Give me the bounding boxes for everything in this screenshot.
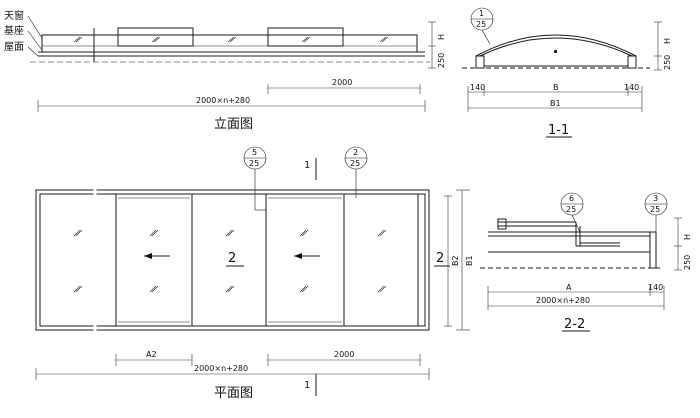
section-2-2-callout-b-num: 3 bbox=[653, 194, 658, 203]
plan-callout-b-den: 25 bbox=[350, 159, 360, 168]
elevation-dim-h: H bbox=[437, 34, 446, 40]
label-skylight: 天窗 bbox=[4, 9, 24, 22]
elevation-title: 立面图 bbox=[214, 117, 253, 132]
section-2-2-callout-a-num: 6 bbox=[569, 194, 574, 203]
section-2-2-callout-b-den: 25 bbox=[650, 205, 660, 214]
section-1-1-dim-140-left: 140 bbox=[470, 83, 485, 92]
elevation-dim-2000: 2000 bbox=[332, 78, 352, 87]
section-1-1-dim-250: 250 bbox=[663, 55, 672, 70]
plan-section-right: 2 bbox=[436, 251, 444, 266]
section-2-2-dim-140: 140 bbox=[648, 283, 663, 292]
plan-callout-a-den: 25 bbox=[249, 159, 259, 168]
plan-title: 平面图 bbox=[214, 386, 253, 401]
plan-dim-b1: B1 bbox=[465, 255, 474, 266]
elevation-dim-250: 250 bbox=[437, 53, 446, 68]
section-1-1: 1 25 H 250 140 B 140 B1 1-1 bbox=[462, 7, 672, 138]
section-2-2-dim-a: A bbox=[566, 283, 572, 292]
plan-section-bottom: 1 bbox=[304, 380, 310, 391]
section-2-2: 6 25 3 25 H 250 A 140 20 bbox=[480, 192, 692, 332]
plan-callout-a-num: 5 bbox=[252, 148, 257, 157]
section-1-1-dim-b1: B1 bbox=[550, 99, 561, 108]
label-roof: 屋面 bbox=[4, 41, 24, 53]
section-2-2-title: 2-2 bbox=[564, 317, 585, 332]
section-2-2-dim-h: H bbox=[683, 234, 692, 240]
plan-view: 5 25 2 25 1 1 bbox=[35, 146, 474, 401]
section-2-2-dim-total: 2000×n+280 bbox=[536, 296, 590, 305]
section-1-1-dim-140-right: 140 bbox=[624, 83, 639, 92]
section-1-1-callout-num: 1 bbox=[479, 9, 484, 18]
section-2-2-callout-a-den: 25 bbox=[566, 205, 576, 214]
label-base: 基座 bbox=[4, 24, 24, 37]
plan-dim-2000: 2000 bbox=[334, 350, 354, 359]
section-1-1-dim-b: B bbox=[553, 83, 559, 92]
plan-dim-b2: B2 bbox=[451, 255, 460, 266]
elevation-dim-total: 2000×n+280 bbox=[196, 96, 250, 105]
section-2-2-dim-250: 250 bbox=[683, 255, 692, 270]
plan-dim-a2: A2 bbox=[146, 350, 157, 359]
elevation-view: 天窗 基座 屋面 H 250 2000 2000×n+280 立面图 bbox=[4, 9, 446, 132]
plan-section-left: 2 bbox=[228, 251, 236, 266]
plan-dim-total: 2000×n+280 bbox=[194, 364, 248, 373]
section-1-1-title: 1-1 bbox=[548, 123, 569, 138]
plan-section-top: 1 bbox=[304, 160, 310, 171]
plan-callout-b-num: 2 bbox=[353, 148, 358, 157]
section-1-1-dim-h: H bbox=[663, 38, 672, 44]
section-1-1-callout-den: 25 bbox=[476, 20, 486, 29]
